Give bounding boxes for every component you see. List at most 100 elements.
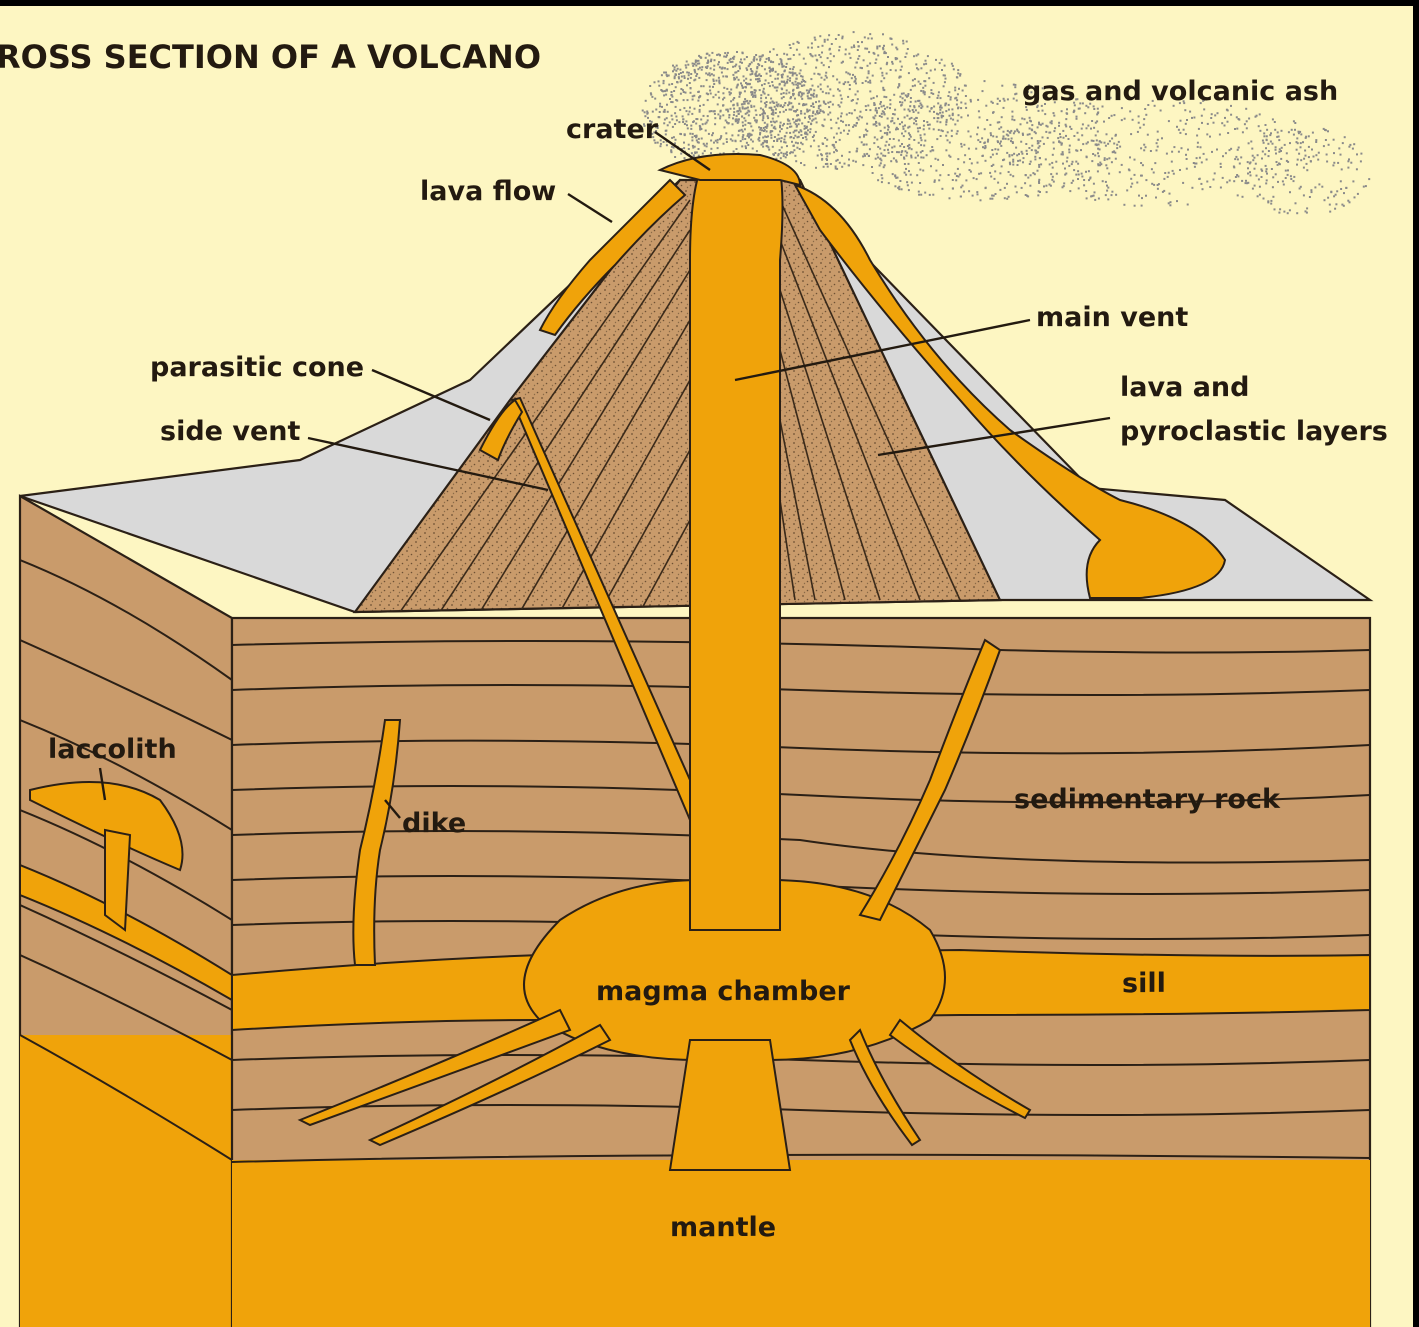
ash-particle [794, 155, 796, 157]
ash-particle [781, 76, 783, 78]
ash-particle [913, 105, 915, 107]
ash-particle [1356, 153, 1358, 155]
ash-particle [807, 97, 809, 99]
ash-particle [1014, 86, 1016, 88]
ash-particle [1179, 132, 1181, 134]
ash-particle [1078, 187, 1080, 189]
ash-particle [960, 186, 962, 188]
ash-particle [947, 139, 949, 141]
ash-particle [982, 155, 984, 157]
ash-particle [829, 48, 831, 50]
ash-particle [855, 82, 857, 84]
ash-particle [779, 125, 781, 127]
ash-particle [1200, 146, 1202, 148]
ash-particle [937, 159, 939, 161]
ash-particle [792, 68, 794, 70]
ash-particle [788, 101, 790, 103]
ash-particle [1287, 212, 1289, 214]
ash-particle [746, 100, 748, 102]
ash-particle [1034, 158, 1036, 160]
ash-particle [767, 94, 769, 96]
ash-particle [792, 43, 794, 45]
ash-particle [1083, 179, 1085, 181]
ash-particle [705, 57, 707, 59]
ash-particle [1031, 145, 1033, 147]
ash-particle [936, 121, 938, 123]
ash-particle [785, 66, 787, 68]
ash-particle [1143, 118, 1145, 120]
ash-particle [984, 80, 986, 82]
ash-particle [855, 78, 857, 80]
ash-particle [939, 174, 941, 176]
ash-particle [1030, 161, 1032, 163]
ash-particle [1052, 176, 1054, 178]
ash-particle [703, 85, 705, 87]
ash-particle [733, 111, 735, 113]
ash-particle [960, 196, 962, 198]
ash-particle [894, 185, 896, 187]
ash-particle [901, 93, 903, 95]
ash-particle [1029, 185, 1031, 187]
ash-particle [866, 144, 868, 146]
ash-particle [803, 151, 805, 153]
ash-particle [1021, 153, 1023, 155]
ash-particle [671, 83, 673, 85]
ash-particle [661, 90, 663, 92]
ash-particle [793, 131, 795, 133]
ash-particle [756, 66, 758, 68]
ash-particle [1229, 149, 1231, 151]
ash-particle [1090, 128, 1092, 130]
ash-particle [756, 121, 758, 123]
ash-particle [1105, 194, 1107, 196]
ash-particle [990, 134, 992, 136]
ash-particle [671, 96, 673, 98]
ash-particle [977, 127, 979, 129]
ash-particle [1073, 169, 1075, 171]
ash-particle [859, 136, 861, 138]
ash-particle [756, 71, 758, 73]
ash-particle [789, 80, 791, 82]
ash-particle [1027, 177, 1029, 179]
ash-particle [1111, 115, 1113, 117]
ash-particle [698, 60, 700, 62]
ash-particle [765, 104, 767, 106]
ash-particle [769, 85, 771, 87]
ash-particle [680, 93, 682, 95]
ash-particle [748, 111, 750, 113]
ash-particle [1134, 205, 1136, 207]
ash-particle [1197, 146, 1199, 148]
ash-particle [1069, 190, 1071, 192]
ash-particle [869, 62, 871, 64]
ash-particle [883, 105, 885, 107]
ash-particle [1145, 114, 1147, 116]
ash-particle [821, 77, 823, 79]
ash-particle [1104, 159, 1106, 161]
ash-particle [672, 65, 674, 67]
ash-particle [1106, 133, 1108, 135]
ash-particle [980, 172, 982, 174]
ash-particle [734, 78, 736, 80]
ash-particle [968, 190, 970, 192]
ash-particle [1266, 173, 1268, 175]
ash-particle [912, 79, 914, 81]
ash-particle [736, 103, 738, 105]
ash-particle [1247, 173, 1249, 175]
ash-particle [1075, 161, 1077, 163]
ash-particle [690, 87, 692, 89]
ash-particle [769, 70, 771, 72]
ash-particle [1057, 137, 1059, 139]
ash-particle [1039, 140, 1041, 142]
ash-particle [1109, 140, 1111, 142]
ash-particle [1347, 200, 1349, 202]
ash-particle [1285, 177, 1287, 179]
ash-particle [1255, 163, 1257, 165]
ash-particle [1052, 154, 1054, 156]
ash-particle [868, 70, 870, 72]
ash-particle [699, 95, 701, 97]
ash-particle [714, 117, 716, 119]
ash-particle [730, 100, 732, 102]
ash-particle [744, 103, 746, 105]
ash-particle [776, 138, 778, 140]
ash-particle [897, 177, 899, 179]
ash-particle [813, 140, 815, 142]
